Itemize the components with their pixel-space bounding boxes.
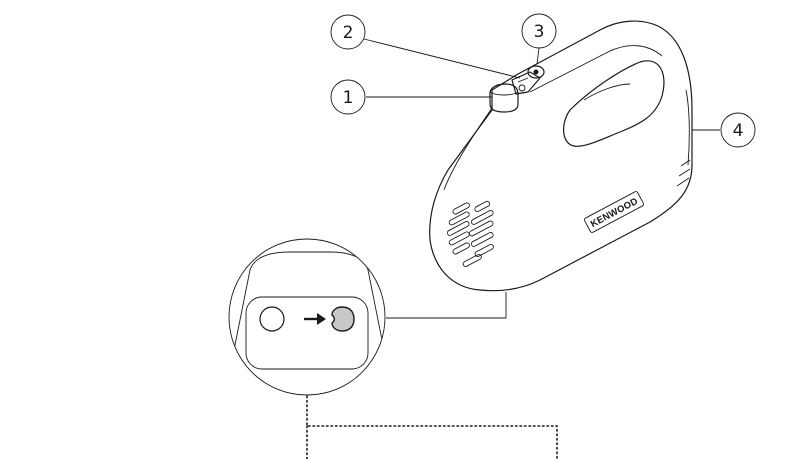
callout-3: 3 [521,13,557,49]
svg-text:3: 3 [534,22,545,42]
speed-switch[interactable] [511,71,541,95]
svg-text:1: 1 [343,88,354,108]
callout-2-line [363,38,521,79]
brand-badge: KENWOOD [584,191,644,233]
turbo-button[interactable] [527,65,545,79]
callout-1: 1 [330,79,366,115]
callout-4: 4 [720,112,756,148]
arrow-right-icon [304,313,326,325]
callout-2: 2 [330,14,366,50]
detail-magnifier [228,238,386,396]
brand-label: KENWOOD [589,196,640,230]
svg-text:2: 2 [343,23,354,43]
detail-leader-line [386,292,507,319]
mixer-body: KENWOOD [429,20,693,292]
indicator-on-icon [331,306,355,332]
indicator-off-icon [259,306,285,332]
dotted-connector [306,395,558,459]
front-vents [446,200,494,267]
svg-text:4: 4 [733,121,744,141]
callout-3-line [536,47,540,65]
